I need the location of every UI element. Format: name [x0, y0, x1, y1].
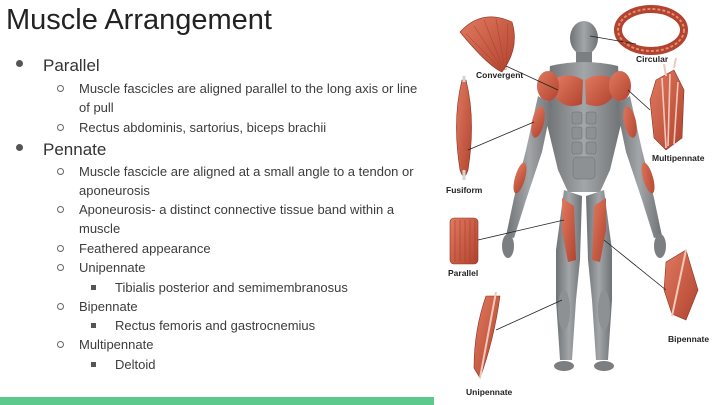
- sub-bullet-text: Rectus abdominis, sartorius, biceps brac…: [79, 120, 327, 135]
- square-bullet-icon: [91, 285, 96, 290]
- ring-bullet-icon: [57, 168, 64, 175]
- ring-bullet-icon: [57, 124, 64, 131]
- sub-sub-bullet-text: Deltoid: [115, 357, 156, 372]
- multipennate-muscle-icon: [649, 57, 685, 151]
- bullet-dot-icon: [16, 144, 23, 151]
- fusiform-muscle-icon: [456, 76, 472, 180]
- sub-bullet: Bipennate: [57, 297, 429, 316]
- sub-bullet-text: Aponeurosis- a distinct connective tissu…: [79, 202, 395, 237]
- sub-bullet-text: Multipennate: [79, 337, 154, 352]
- bullet-label: Pennate: [43, 140, 107, 159]
- unipennate-muscle-icon: [473, 291, 501, 379]
- ring-bullet-icon: [57, 303, 64, 310]
- bullet-dot-icon: [16, 60, 23, 67]
- sub-sub-bullet: Rectus femoris and gastrocnemius: [91, 316, 316, 335]
- pointer-lines: [467, 35, 667, 331]
- sub-bullet-text: Bipennate: [79, 299, 138, 314]
- sub-bullet: Muscle fascicles are aligned parallel to…: [57, 79, 429, 118]
- ring-bullet-icon: [57, 264, 64, 271]
- label-circular: Circular: [636, 54, 669, 64]
- square-bullet-icon: [91, 362, 96, 367]
- sub-bullet-text: Muscle fascicle are aligned at a small a…: [79, 164, 414, 199]
- sub-bullet: Muscle fascicle are aligned at a small a…: [57, 162, 429, 201]
- circular-muscle-icon: [614, 5, 688, 55]
- muscle-arrangement-figure: Convergent Circular Multipennate Fusifor…: [440, 0, 720, 405]
- square-bullet-icon: [91, 323, 96, 328]
- accent-bar: [0, 397, 434, 405]
- ring-bullet-icon: [57, 85, 64, 92]
- sub-sub-bullet-text: Rectus femoris and gastrocnemius: [115, 318, 316, 333]
- sub-bullet: Aponeurosis- a distinct connective tissu…: [57, 200, 429, 239]
- bipennate-muscle-icon: [663, 249, 699, 321]
- ring-bullet-icon: [57, 341, 64, 348]
- sub-bullet: Multipennate: [57, 335, 429, 354]
- bullet-label: Parallel: [43, 56, 100, 75]
- sub-bullet-text: Feathered appearance: [79, 241, 211, 256]
- sub-sub-bullet: Deltoid: [91, 355, 156, 374]
- bullet-pennate: Pennate: [16, 140, 107, 160]
- sub-sub-bullet: Tibialis posterior and semimembranosus: [91, 278, 348, 297]
- sub-bullet-text: Unipennate: [79, 260, 146, 275]
- slide-title: Muscle Arrangement: [6, 4, 272, 36]
- human-body-figure: [502, 21, 666, 371]
- label-unipennate: Unipennate: [466, 387, 513, 397]
- sub-bullet: Rectus abdominis, sartorius, biceps brac…: [57, 118, 429, 137]
- sub-bullet-text: Muscle fascicles are aligned parallel to…: [79, 81, 418, 116]
- label-parallel: Parallel: [448, 268, 478, 278]
- bullet-parallel: Parallel: [16, 56, 100, 76]
- label-convergent: Convergent: [476, 70, 523, 80]
- ring-bullet-icon: [57, 206, 64, 213]
- sub-sub-bullet-text: Tibialis posterior and semimembranosus: [115, 280, 348, 295]
- sub-bullet: Unipennate: [57, 258, 429, 277]
- ring-bullet-icon: [57, 245, 64, 252]
- parallel-muscle-icon: [449, 217, 479, 265]
- label-fusiform: Fusiform: [446, 185, 483, 195]
- label-bipennate: Bipennate: [668, 334, 709, 344]
- label-multipennate: Multipennate: [652, 153, 705, 163]
- convergent-muscle-icon: [459, 16, 515, 73]
- anatomy-illustration: Convergent Circular Multipennate Fusifor…: [446, 5, 709, 397]
- sub-bullet: Feathered appearance: [57, 239, 429, 258]
